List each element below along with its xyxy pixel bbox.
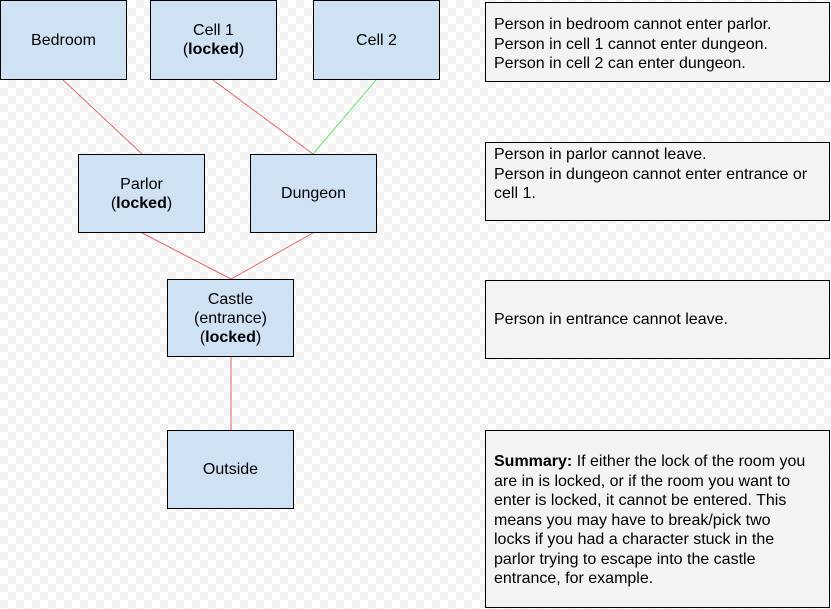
note-line: Person in cell 2 can enter dungeon.: [494, 55, 746, 72]
room-castle-lock-status: (locked): [199, 328, 262, 346]
room-cell-2-name: Cell 2: [356, 31, 397, 49]
summary-line: means you may have to break/pick two: [494, 511, 771, 529]
room-cell-1: Cell 1 (locked): [150, 0, 277, 80]
note-middle-rooms: Person in parlor cannot leave. Person in…: [485, 142, 830, 221]
note-entrance: Person in entrance cannot leave.: [485, 280, 830, 359]
edge-cell1-dungeon: [212, 79, 314, 155]
room-parlor-name: Parlor: [120, 175, 163, 193]
room-cell-1-name: Cell 1: [193, 22, 234, 39]
note-line: cell 1.: [494, 185, 536, 202]
note-line: Person in cell 1 cannot enter dungeon.: [494, 35, 768, 53]
note-entrance-text: Person in entrance cannot leave.: [494, 310, 728, 328]
room-bedroom-name: Bedroom: [31, 31, 96, 49]
note-line: Person in parlor cannot leave.: [494, 146, 707, 163]
edge-cell2-dungeon: [312, 79, 377, 155]
room-outside-name: Outside: [202, 461, 259, 478]
room-parlor: Parlor (locked): [78, 154, 205, 233]
edge-bedroom-parlor: [62, 79, 143, 155]
room-dungeon-name: Dungeon: [281, 185, 346, 202]
summary-line: enter is locked, it cannot be entered. T…: [494, 492, 787, 509]
note-top-rooms: Person in bedroom cannot enter parlor. P…: [485, 2, 830, 82]
room-cell-2: Cell 2: [313, 0, 440, 80]
room-castle-subtitle: (entrance): [194, 309, 267, 327]
note-summary: Summary: If either the lock of the room …: [485, 430, 830, 608]
room-cell-1-lock-status: (locked): [182, 41, 245, 58]
summary-first-line: Summary: If either the lock of the room …: [494, 453, 806, 470]
edge-parlor-castle: [141, 232, 232, 280]
room-castle-name: Castle: [207, 290, 254, 308]
summary-line: are in is locked, or if the room you wan…: [494, 472, 791, 490]
note-line: Person in dungeon cannot enter entrance …: [494, 165, 808, 183]
room-bedroom: Bedroom: [0, 0, 127, 80]
summary-line: entrance, for example.: [494, 570, 654, 587]
summary-line: parlor trying to escape into the castle: [494, 550, 756, 568]
room-outside: Outside: [167, 430, 294, 509]
note-line: Person in bedroom cannot enter parlor.: [494, 16, 772, 33]
summary-line: locks if you had a character stuck in th…: [494, 531, 775, 548]
edge-dungeon-castle: [230, 232, 314, 280]
room-parlor-lock-status: (locked): [110, 194, 173, 212]
summary-label: Summary:: [494, 453, 573, 470]
room-castle-entrance: Castle (entrance) (locked): [167, 279, 294, 357]
room-dungeon: Dungeon: [250, 154, 377, 233]
